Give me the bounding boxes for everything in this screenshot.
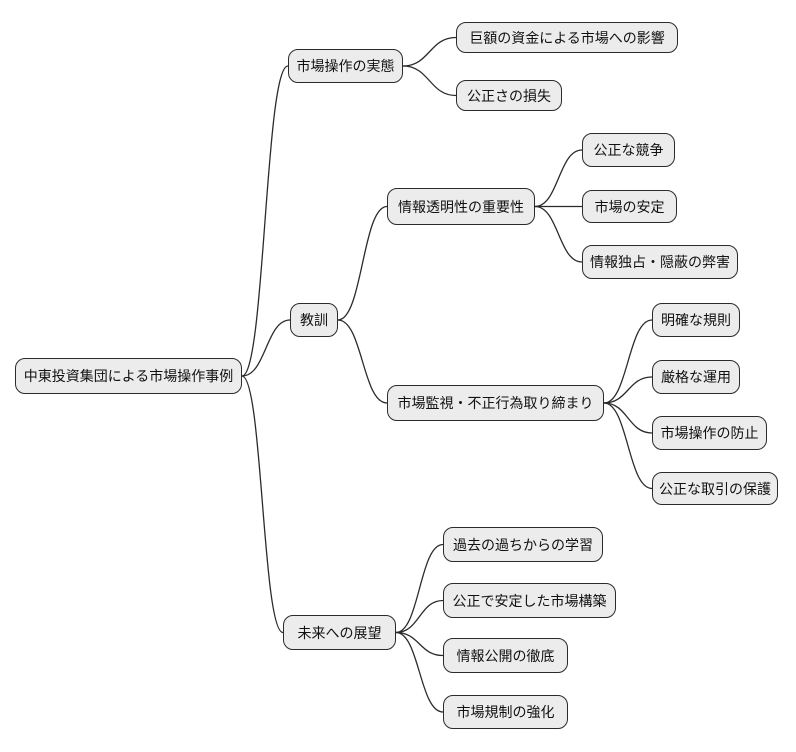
- node-information-monopoly-harm[interactable]: 情報独占・隠蔽の弊害: [582, 245, 738, 279]
- node-learning-from-past[interactable]: 過去の過ちからの学習: [443, 527, 603, 562]
- edge-market-surveillance-manipulation-prevention: [603, 402, 653, 434]
- edge-future-outlook-learning-from-past: [395, 543, 444, 634]
- edge-root-manipulation-reality: [241, 65, 289, 377]
- node-fair-competition[interactable]: 公正な競争: [582, 133, 675, 167]
- node-transparency-importance[interactable]: 情報透明性の重要性: [387, 188, 535, 225]
- edge-transparency-importance-fair-competition: [534, 149, 583, 208]
- edge-market-surveillance-strict-enforcement: [603, 376, 653, 404]
- node-strengthen-regulation[interactable]: 市場規制の強化: [443, 695, 568, 729]
- edge-market-surveillance-fair-trade-protection: [603, 402, 653, 490]
- node-market-stability[interactable]: 市場の安定: [582, 190, 677, 223]
- edge-market-surveillance-clear-rules: [603, 319, 653, 404]
- node-market-surveillance[interactable]: 市場監視・不正行為取り締まり: [387, 385, 604, 421]
- edge-root-future-outlook: [241, 375, 284, 634]
- edge-future-outlook-strengthen-regulation: [395, 631, 444, 713]
- node-manipulation-reality[interactable]: 市場操作の実態: [288, 49, 403, 83]
- node-strict-enforcement[interactable]: 厳格な運用: [652, 360, 740, 394]
- edge-lessons-transparency-importance: [337, 205, 388, 321]
- edge-lessons-market-surveillance: [337, 319, 388, 404]
- node-thorough-disclosure[interactable]: 情報公開の徹底: [443, 638, 568, 673]
- node-fair-trade-protection[interactable]: 公正な取引の保護: [652, 472, 778, 505]
- edge-manipulation-reality-loss-of-fairness: [402, 65, 457, 97]
- edge-manipulation-reality-large-capital-impact: [402, 36, 457, 67]
- node-root[interactable]: 中東投資集団による市場操作事例: [15, 358, 242, 394]
- node-large-capital-impact[interactable]: 巨額の資金による市場への影響: [456, 22, 678, 53]
- edge-future-outlook-thorough-disclosure: [395, 631, 444, 657]
- node-lessons[interactable]: 教訓: [290, 303, 338, 337]
- node-fair-stable-market[interactable]: 公正で安定した市場構築: [443, 583, 616, 618]
- edge-transparency-importance-information-monopoly: [534, 205, 583, 263]
- edge-root-lessons: [241, 319, 291, 377]
- node-manipulation-prevention[interactable]: 市場操作の防止: [652, 416, 767, 450]
- node-future-outlook[interactable]: 未来への展望: [283, 615, 396, 650]
- node-clear-rules[interactable]: 明確な規則: [652, 303, 740, 337]
- edge-future-outlook-fair-stable-market: [395, 599, 444, 634]
- node-loss-of-fairness[interactable]: 公正さの損失: [456, 80, 562, 111]
